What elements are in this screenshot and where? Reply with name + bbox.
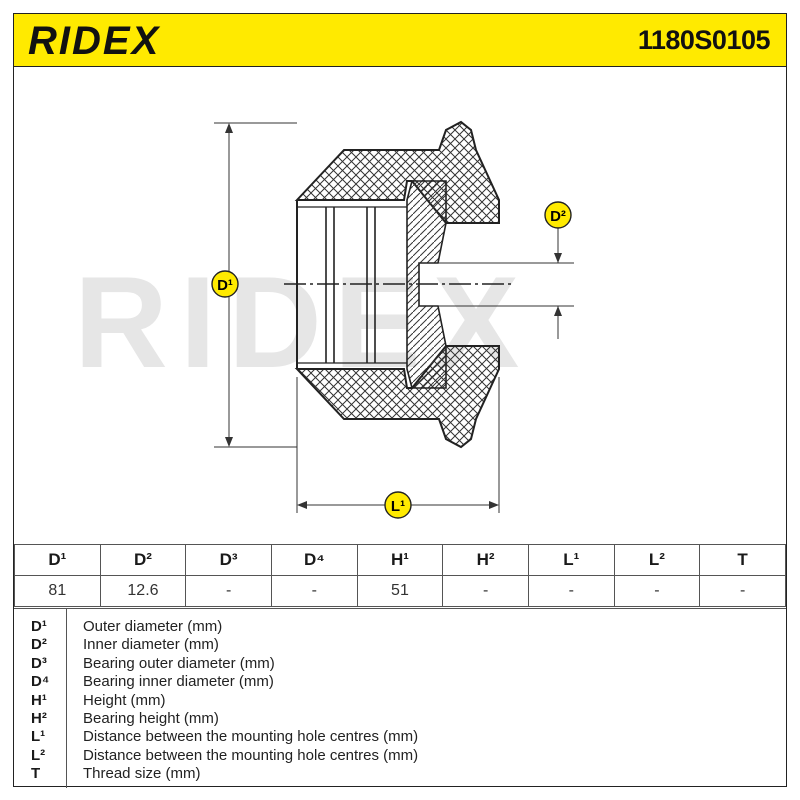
header-bar: RIDEX 1180S0105: [14, 14, 786, 67]
spec-header-h2: H²: [442, 544, 529, 576]
legend-key: D⁴: [31, 673, 50, 691]
spec-header-l2: L²: [613, 544, 701, 576]
spec-value-t: -: [699, 575, 786, 607]
legend-key-column: [14, 609, 67, 788]
d1-label-circle: [211, 270, 239, 298]
spec-header-d4: D⁴: [270, 544, 358, 576]
spec-header-l1: L¹: [527, 544, 615, 576]
part-number: 1180S0105: [637, 25, 771, 55]
spec-value-d3: -: [185, 575, 272, 607]
legend-desc: Thread size (mm): [83, 765, 201, 783]
l1-label: L¹: [391, 498, 405, 515]
spec-value-l1: -: [527, 575, 615, 607]
legend-key: T: [31, 765, 41, 783]
spec-header-d2: D²: [99, 544, 187, 576]
specs-header-row: D¹ D² D³ D⁴ H¹ H² L¹ L² T: [14, 544, 786, 576]
ridex-logo: RIDEX: [28, 20, 161, 60]
legend-desc: Distance between the mounting hole centr…: [83, 728, 419, 746]
legend-desc: Bearing inner diameter (mm): [83, 673, 274, 691]
legend-desc: Outer diameter (mm): [83, 618, 223, 635]
legend-key: D¹: [31, 618, 47, 635]
spec-value-d4: -: [270, 575, 358, 607]
legend-key: H¹: [31, 691, 47, 709]
specs-table: D¹ D² D³ D⁴ H¹ H² L¹ L² T 81 12.6 - - 51…: [14, 544, 786, 607]
specs-value-row: 81 12.6 - - 51 - - - -: [14, 575, 786, 607]
legend-key: D³: [31, 654, 47, 672]
technical-drawing: RIDEX D¹ D²: [74, 120, 574, 519]
legend-desc: Bearing outer diameter (mm): [83, 654, 275, 672]
spec-header-d1: D¹: [14, 544, 101, 576]
legend-key: L²: [31, 746, 46, 764]
spec-header-d3: D³: [185, 544, 272, 576]
legend-key: L¹: [31, 728, 46, 746]
brand-logo-text: RIDEX: [28, 20, 161, 60]
legend-desc: Inner diameter (mm): [83, 636, 219, 654]
spec-value-h2: -: [442, 575, 529, 607]
d1-label: D¹: [217, 277, 233, 294]
datasheet-frame: RIDEX 1180S0105 RIDEX: [13, 13, 787, 788]
rubber-body-lower: [294, 345, 500, 449]
spec-value-h1: 51: [356, 575, 444, 607]
legend-desc: Bearing height (mm): [83, 710, 219, 727]
legend-key: H²: [31, 710, 47, 727]
spec-value-d1: 81: [14, 575, 101, 607]
spec-value-d2: 12.6: [99, 575, 187, 607]
d2-label: D²: [550, 208, 566, 225]
legend: D¹ Outer diameter (mm) D² Inner diameter…: [14, 608, 786, 788]
legend-key: D²: [31, 636, 47, 654]
spec-header-t: T: [699, 544, 786, 576]
l1-label-circle: [384, 491, 412, 519]
spec-value-l2: -: [613, 575, 701, 607]
legend-desc: Distance between the mounting hole centr…: [83, 746, 419, 764]
rubber-body-upper: [294, 120, 500, 224]
spec-header-h1: H¹: [356, 544, 444, 576]
legend-desc: Height (mm): [83, 691, 166, 709]
d2-label-circle: [544, 201, 572, 229]
